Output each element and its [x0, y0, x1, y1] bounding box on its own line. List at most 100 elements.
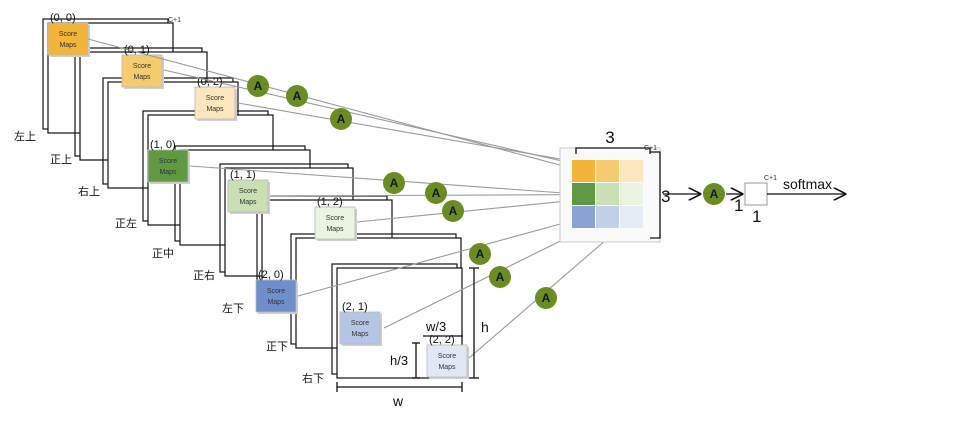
badge-circle [703, 183, 725, 205]
grid-cell [596, 160, 619, 182]
score-map-block: Score Maps (1, 2) 正右 [193, 196, 357, 282]
badge-circle [535, 287, 557, 309]
aggregation-badge: A [286, 85, 308, 107]
badge-circle [330, 108, 352, 130]
score-map-line1: Score [59, 31, 77, 38]
badge-circle [247, 75, 269, 97]
arrow-0 [87, 38, 584, 172]
score-map-line2: Maps [438, 364, 456, 371]
position-label: 正上 [50, 153, 72, 166]
badge-label: A [496, 270, 505, 284]
grid-right-bracket [650, 151, 661, 239]
grid-top-bracket [575, 147, 651, 154]
grid-cell [596, 206, 619, 228]
badge-circle [442, 200, 464, 222]
score-map-position: (0, 0) [50, 12, 76, 24]
h-label: h [481, 319, 489, 335]
channel-count-output: C+1 [764, 175, 777, 182]
score-map-cell [426, 344, 468, 378]
arrow-6 [297, 218, 584, 297]
grid-cell [572, 206, 595, 228]
aggregation-badge: A [425, 182, 447, 204]
badge-label: A [710, 187, 719, 201]
score-map-position: (2, 1) [342, 301, 368, 313]
grid-cell [596, 183, 619, 205]
aggregation-badge: A [442, 200, 464, 222]
grid-cell [572, 160, 595, 182]
badge-label: A [476, 247, 485, 261]
score-map-cell [47, 22, 89, 56]
aggregation-badge: A [469, 243, 491, 265]
grid-cell [620, 160, 643, 182]
output-block: softmax 11 C+1 [663, 175, 845, 226]
badge-label: A [254, 79, 263, 93]
score-map-line1: Score [133, 63, 151, 70]
grid-cell [572, 183, 595, 205]
score-map-cell [314, 206, 356, 240]
score-map-cell [147, 149, 189, 183]
position-label: 右下 [302, 371, 324, 385]
score-map-line2: Maps [239, 199, 257, 206]
position-label: 右上 [78, 184, 100, 198]
badge-circle [383, 172, 405, 194]
channel-count-grid: C+1 [644, 145, 657, 152]
score-map-position: (2, 2) [429, 334, 455, 346]
aggregation-badge: A [703, 183, 725, 205]
score-map-cell [255, 279, 297, 313]
badge-label: A [293, 89, 302, 103]
score-map-line1: Score [438, 353, 456, 360]
score-map-position: (0, 1) [124, 44, 150, 56]
dimension-annotations: w h w/3 h/3 [336, 267, 489, 409]
output-height-label: 1 [734, 196, 743, 215]
aggregation-badge: A [489, 266, 511, 288]
score-map-line1: Score [267, 288, 285, 295]
score-map-position: (1, 0) [150, 139, 176, 151]
position-label: 正左 [115, 217, 137, 230]
badge-label: A [390, 176, 399, 190]
score-map-line1: Score [206, 95, 224, 102]
score-map-line2: Maps [59, 42, 77, 49]
badge-circle [286, 85, 308, 107]
score-map-line1: Score [239, 188, 257, 195]
aggregation-badge: A [330, 108, 352, 130]
score-map-line2: Maps [267, 299, 285, 306]
score-map-position: (1, 2) [317, 196, 343, 208]
output-width-label: 1 [752, 207, 761, 226]
aggregation-badge: A [383, 172, 405, 194]
w3-label: w/3 [425, 319, 446, 334]
score-map-cell [227, 179, 269, 213]
aggregation-badge: A [247, 75, 269, 97]
badge-label: A [432, 186, 441, 200]
output-box [744, 182, 768, 206]
grid-cell [620, 183, 643, 205]
badge-label: A [449, 204, 458, 218]
position-label: 正中 [152, 247, 174, 260]
score-map-position: (1, 1) [230, 169, 256, 181]
w-label: w [392, 393, 404, 409]
softmax-label: softmax [783, 176, 832, 192]
grid-width-label: 3 [605, 128, 614, 147]
badge-label: A [337, 112, 346, 126]
badge-label: A [542, 291, 551, 305]
position-label: 正右 [193, 268, 215, 282]
h3-label: h/3 [390, 353, 408, 368]
score-map-cell [339, 311, 381, 345]
score-map-line1: Score [159, 158, 177, 165]
output-grid: 33C+1 [559, 128, 670, 243]
score-map-cell [121, 54, 163, 88]
grid-cell [620, 206, 643, 228]
position-label: 左下 [222, 302, 244, 315]
score-map-position: (2, 0) [258, 269, 284, 281]
score-map-line2: Maps [159, 169, 177, 176]
score-map-line1: Score [326, 215, 344, 222]
